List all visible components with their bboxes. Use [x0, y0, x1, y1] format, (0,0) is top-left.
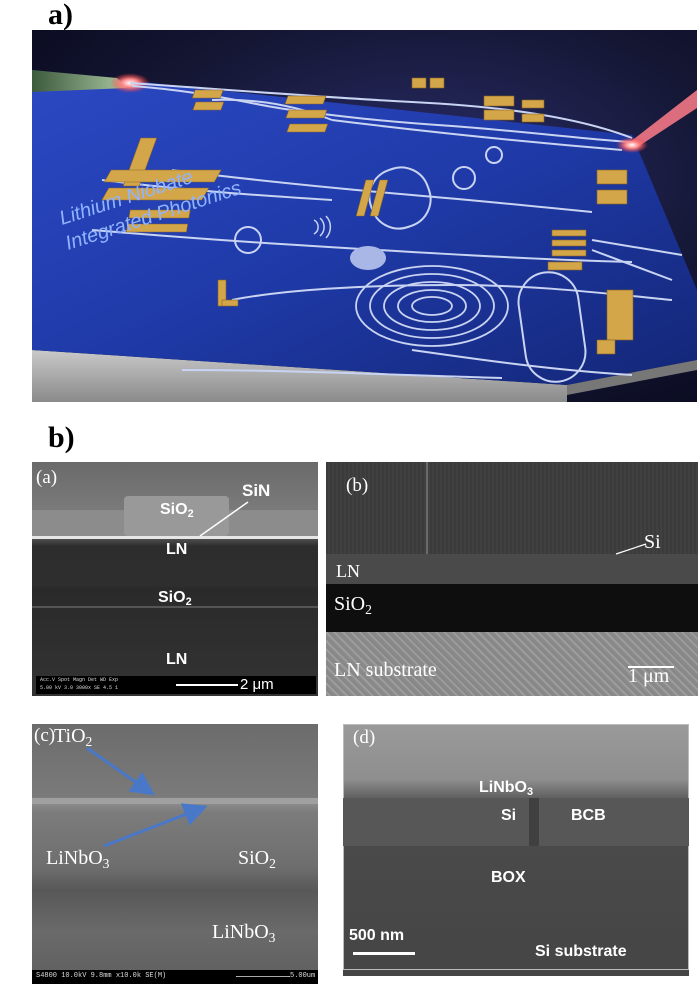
label-linbo3-c-top: LiNbO3 [46, 847, 110, 871]
label-sio2-top: SiO2 [160, 501, 194, 521]
ring-resonator-icon [234, 226, 262, 254]
panel-tag-b: (b) [346, 475, 369, 496]
label-tio2: TiO2 [54, 725, 93, 749]
label-bcb: BCB [571, 807, 606, 824]
panel-tag-a: (a) [36, 467, 58, 488]
fiber-icon [32, 70, 127, 92]
pointer-arrows [86, 746, 208, 848]
sem-image-c: (c) TiO2 LiNbO3 SiO2 LiNbO3 S4800 10.0kV… [32, 724, 318, 984]
figure-label-a: a) [48, 0, 73, 31]
label-box: BOX [491, 869, 526, 886]
label-ln-b: LN [336, 561, 360, 581]
sin-film [32, 536, 318, 539]
sem-image-d: (d) LiNbO3 Si BCB BOX 500 nm Si substrat… [343, 724, 689, 976]
sem-image-a: (a) SiN SiO2 LN SiO2 LN Acc.V Spot Magn … [32, 462, 318, 696]
panel-tag-c: (c) [34, 725, 56, 746]
chip-surface [32, 70, 697, 385]
sem-info-bar-a: Acc.V Spot Magn Det WD Exp 5.00 kV 3.0 3… [36, 676, 316, 694]
ridge-layer [124, 496, 229, 536]
label-sio2-b: SiO2 [334, 593, 372, 617]
chip-artwork: Lithium Niobate Integrated Photonics [32, 70, 697, 402]
figure-label-b: b) [48, 421, 75, 454]
sem-info-bar-c: S4800 10.0kV 9.8mm x10.0k SE(M) 5.00um [32, 970, 318, 984]
pointer-arrow-icon [615, 543, 647, 555]
pointer-arrow-icon [199, 501, 249, 537]
waveguides [91, 82, 673, 379]
scale-label-a: 2 μm [240, 676, 274, 693]
photonic-chip-illustration: Lithium Niobate Integrated Photonics [32, 30, 697, 402]
panel-tag-d: (d) [353, 727, 376, 748]
label-linbo3-d: LiNbO3 [479, 779, 534, 799]
output-laser-beam [630, 90, 697, 148]
chip-side [32, 350, 567, 402]
label-si-d: Si [501, 807, 517, 824]
si-gap [529, 798, 539, 846]
sem-image-b: (b) Si LN SiO2 LN substrate 1 μm [326, 462, 698, 696]
ln-layer [326, 554, 698, 584]
label-ln-bottom: LN [166, 651, 188, 668]
scale-bar-d [353, 952, 415, 955]
scale-bar-b [628, 666, 674, 668]
label-linbo3-c-bottom: LiNbO3 [212, 921, 276, 945]
label-si-b: Si [644, 531, 661, 553]
scale-bar-a [176, 684, 238, 686]
label-si-substrate: Si substrate [535, 943, 627, 960]
label-sio2-c: SiO2 [238, 847, 276, 871]
tio2-layer [32, 798, 318, 804]
label-sin: SiN [242, 481, 271, 500]
spiral-waveguide-icon [355, 265, 509, 347]
label-ln-top: LN [166, 541, 188, 558]
ln-substrate-layer [326, 632, 698, 696]
label-sio2-mid: SiO2 [158, 589, 192, 609]
sio2-layer [326, 584, 698, 632]
label-ln-substrate: LN substrate [334, 659, 437, 681]
scale-label-b: 1 μm [628, 665, 670, 687]
gold-electrodes [101, 77, 634, 355]
scale-label-d: 500 nm [349, 927, 405, 944]
microdisk-icon [350, 246, 386, 270]
bcb-layer [343, 798, 689, 846]
